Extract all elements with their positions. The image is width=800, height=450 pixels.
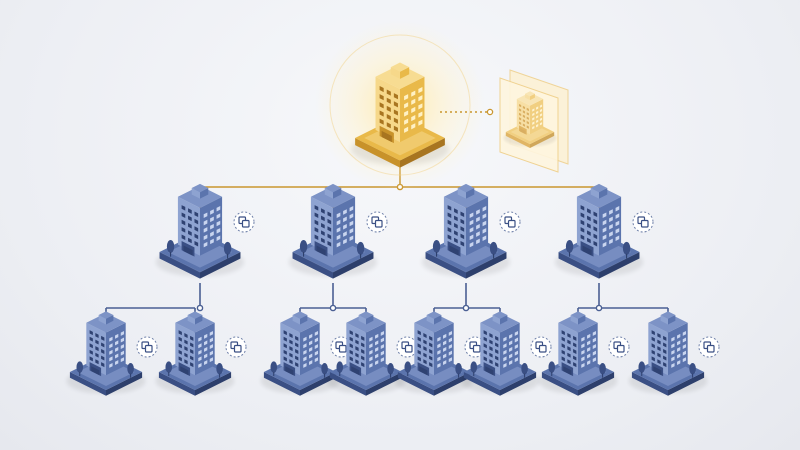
sub-branch-building-4-2: [628, 311, 708, 396]
branch-building-4: [554, 183, 644, 279]
copy-icon: [136, 336, 158, 358]
copy-icon: [396, 336, 418, 358]
copy-icon: [608, 336, 630, 358]
connector-branch-4-node: [595, 304, 603, 312]
copy-icon: [366, 211, 388, 233]
connector-branch-2-node: [329, 304, 337, 312]
connector-branch-3-node: [462, 304, 470, 312]
branch-building-3: [421, 183, 511, 279]
sub-branch-building-3-1: [394, 311, 474, 396]
copy-icon: [499, 211, 521, 233]
copy-icon: [233, 211, 255, 233]
replica-link-dot: [486, 108, 494, 116]
root-glow-ring: [329, 34, 471, 176]
sub-branch-building-4-1: [538, 311, 618, 396]
copy-icon: [530, 336, 552, 358]
node-layer: [66, 20, 720, 396]
sub-branch-building-2-2: [326, 311, 406, 396]
sub-branch-building-1-1: [66, 311, 146, 396]
copy-icon: [632, 211, 654, 233]
replica-building-icon: [503, 91, 557, 148]
branch-building-2: [288, 183, 378, 279]
copy-icon: [225, 336, 247, 358]
sub-branch-building-1-2: [155, 311, 235, 396]
connector-branch-1-node: [196, 304, 204, 312]
root-building: [351, 62, 449, 168]
sub-branch-building-3-2: [460, 311, 540, 396]
branch-building-1: [155, 183, 245, 279]
sub-branch-building-2-1: [260, 311, 340, 396]
copy-icon: [698, 336, 720, 358]
